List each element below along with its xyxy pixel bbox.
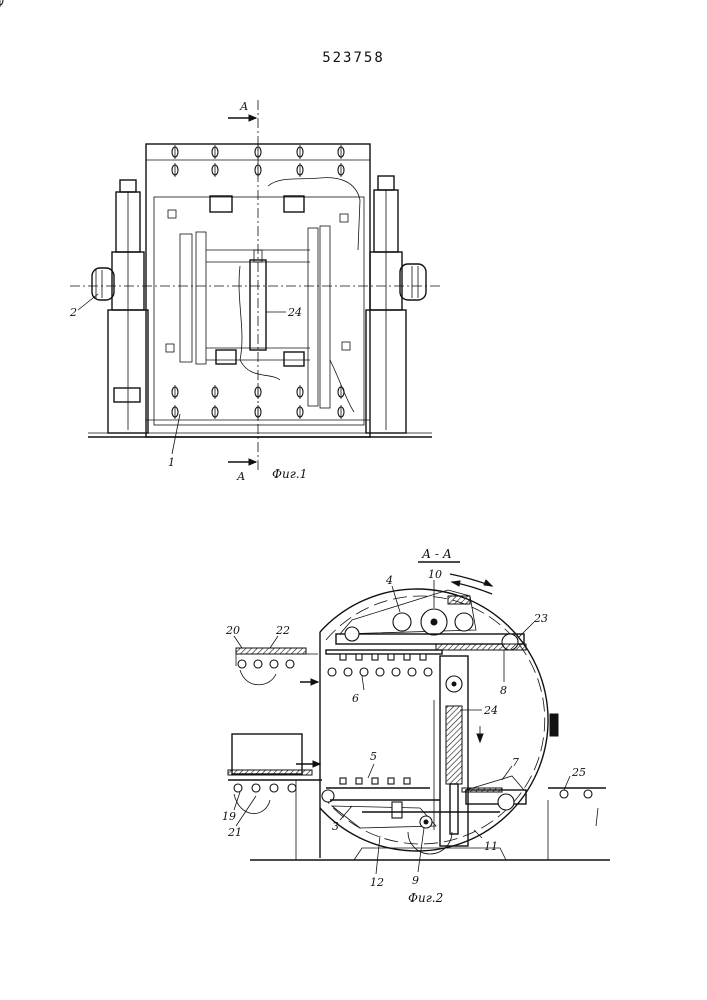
- label-23: 23: [533, 612, 548, 625]
- label-8: 8: [500, 684, 507, 697]
- label-21: 21: [227, 826, 242, 839]
- section-mark-top: А: [239, 100, 248, 113]
- figure-2-caption: Фиг.2: [408, 891, 443, 905]
- label-11: 11: [484, 840, 498, 853]
- label-3: 3: [332, 820, 339, 833]
- label-1: 1: [168, 456, 175, 469]
- label-6: 6: [352, 692, 359, 705]
- section-mark-bottom: А: [236, 470, 245, 483]
- label-9: 9: [412, 874, 419, 887]
- label-5: 5: [370, 750, 377, 763]
- output-conveyor: [548, 788, 606, 860]
- figure-1: А А Фиг.1 2 24 1: [0, 0, 440, 483]
- section-title: А - А: [421, 547, 452, 561]
- label-24-fig1: 24: [287, 306, 302, 319]
- figure-2: А - А: [222, 547, 610, 905]
- hydraulic-cylinder: [434, 656, 483, 846]
- upper-carriage: [326, 590, 526, 676]
- bolt-pattern: [0, 0, 344, 419]
- internal-mechanism: [166, 178, 360, 412]
- label-12: 12: [370, 876, 384, 889]
- label-25: 25: [571, 766, 586, 779]
- input-conveyor-upper: [236, 648, 318, 685]
- figure-1-caption: Фиг.1: [272, 467, 307, 481]
- label-7: 7: [512, 756, 519, 769]
- label-4: 4: [385, 574, 393, 587]
- left-support-column: [92, 180, 148, 433]
- right-support-column: [366, 176, 426, 433]
- label-24-fig2: 24: [483, 704, 498, 717]
- label-19: 19: [222, 810, 236, 823]
- input-conveyor-lower: [228, 734, 322, 814]
- label-20: 20: [225, 624, 240, 637]
- label-22: 22: [275, 624, 290, 637]
- label-10: 10: [428, 568, 442, 581]
- label-2: 2: [69, 306, 77, 319]
